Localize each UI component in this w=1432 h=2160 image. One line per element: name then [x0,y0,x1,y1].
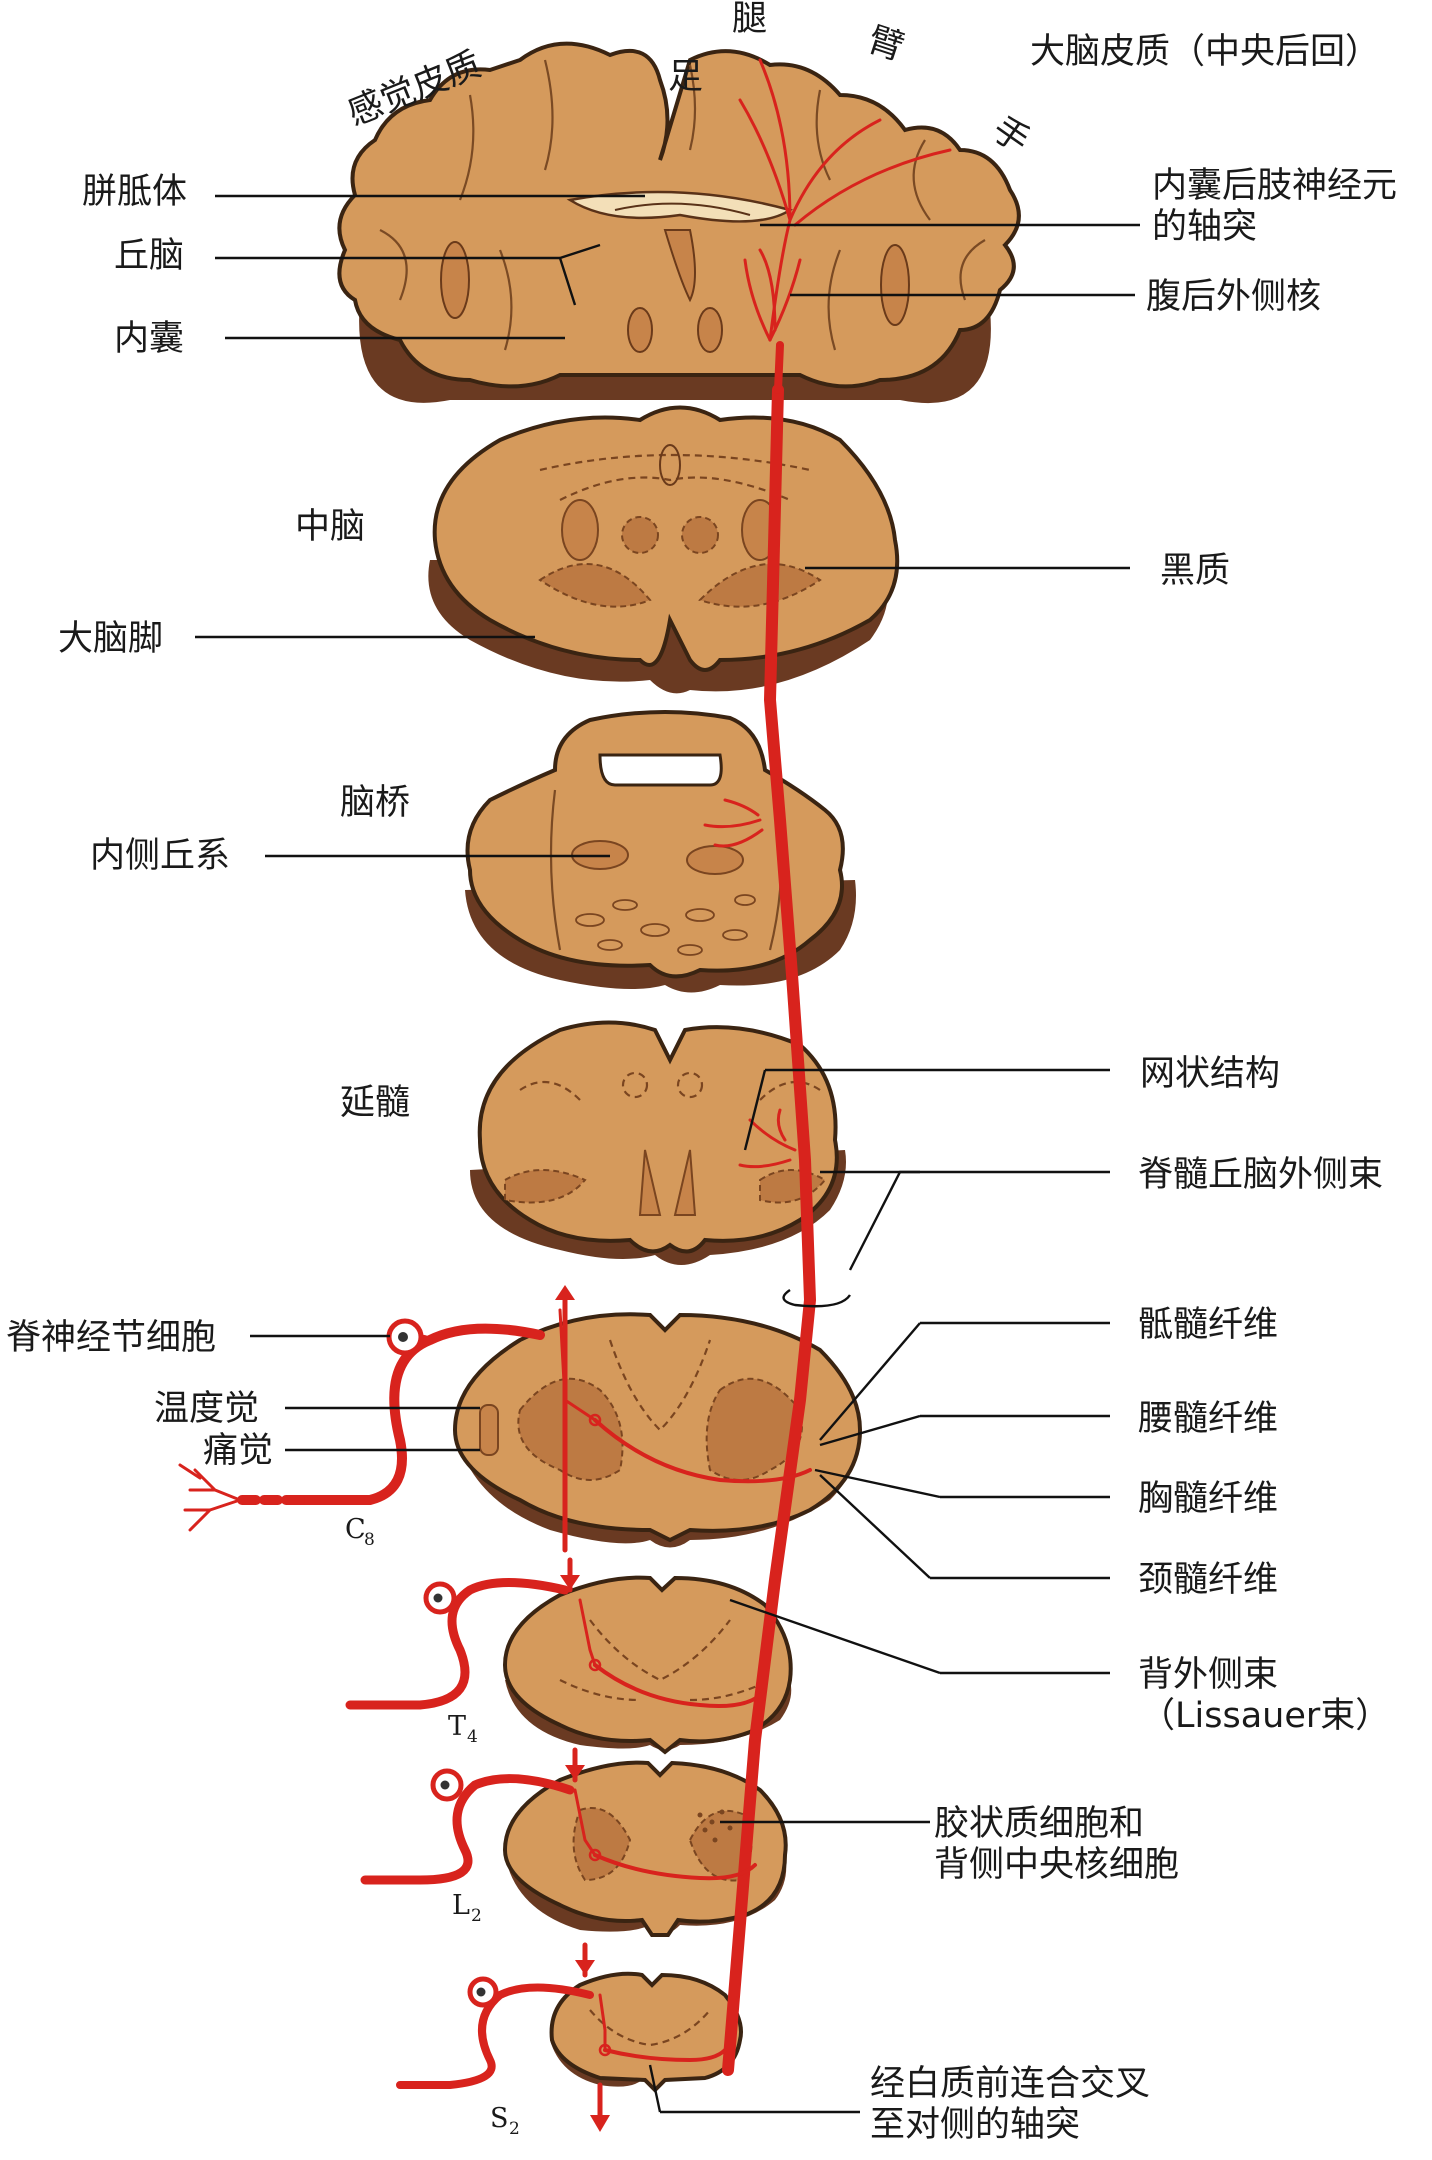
label-leg: 腿 [732,0,767,39]
label-decussation-1: 经白质前连合交叉 [870,2064,1150,2104]
segment-l2-sub: 2 [471,1906,482,1926]
segment-s2-letter: S [490,2103,509,2134]
label-pons: 脑桥 [340,783,410,823]
label-substantia-nigra: 黑质 [1160,551,1230,591]
label-spinal-ganglion: 脊神经节细胞 [6,1318,216,1358]
pons-section [465,710,856,993]
label-medial-lemniscus: 内侧丘系 [90,836,230,876]
segment-s2-sub: 2 [509,2119,520,2139]
label-lateral-spinothalamic: 脊髓丘脑外侧束 [1138,1155,1383,1195]
segment-t4-sub: 4 [467,1727,478,1747]
cerebrum-section [337,41,1021,404]
medulla-section [470,1020,846,1265]
label-reticular-formation: 网状结构 [1140,1054,1280,1094]
label-medulla: 延髓 [340,1083,410,1123]
label-hand: 手 [985,109,1037,162]
c8-cord-section [452,1312,863,1548]
dorsal-roots [178,1318,594,2089]
label-ic-axon-1: 内囊后肢神经元 [1152,166,1397,206]
label-gelatinosa-2: 背侧中央核细胞 [934,1845,1179,1885]
label-pain: 痛觉 [203,1431,273,1471]
label-temperature: 温度觉 [154,1389,259,1429]
label-sacral-fibers: 骶髓纤维 [1138,1305,1278,1345]
label-thoracic-fibers: 胸髓纤维 [1138,1479,1278,1519]
label-cervical-fibers: 颈髓纤维 [1138,1560,1278,1600]
label-lumbar-fibers: 腰髓纤维 [1138,1399,1278,1439]
segment-c8-sub: 8 [364,1530,375,1550]
segment-c8-letter: C [345,1514,366,1545]
label-midbrain: 中脑 [295,507,365,547]
label-decussation-2: 至对侧的轴突 [870,2105,1080,2145]
segment-t4-letter: T [448,1711,466,1742]
segment-l2-letter: L [452,1890,470,1921]
label-cortex-title: 大脑皮质（中央后回） [1030,32,1380,72]
midbrain-section [428,405,900,694]
label-lissauer-1: 背外侧束 [1138,1655,1278,1695]
label-corpus-callosum: 胼胝体 [82,172,187,212]
label-ic-axon-2: 的轴突 [1152,207,1257,247]
text-labels: 感觉皮质 腿 足 臂 手 大脑皮质（中央后回） 胼胝体 丘脑 内囊 内囊后肢神经… [6,0,1397,2145]
leader-lines [195,194,1140,2114]
label-arm: 臂 [863,20,909,69]
label-cerebral-peduncle: 大脑脚 [58,619,163,659]
label-lissauer-2: （Lissauer束） [1140,1696,1390,1736]
label-foot: 足 [668,57,703,97]
label-internal-capsule: 内囊 [114,319,184,359]
t4-cord-section [502,1575,793,1755]
label-thalamus: 丘脑 [114,236,184,276]
spinothalamic-tract [703,341,851,2076]
decussating-axons [555,1285,812,2132]
label-gelatinosa-1: 胶状质细胞和 [934,1804,1144,1844]
label-vpl: 腹后外侧核 [1146,277,1321,317]
